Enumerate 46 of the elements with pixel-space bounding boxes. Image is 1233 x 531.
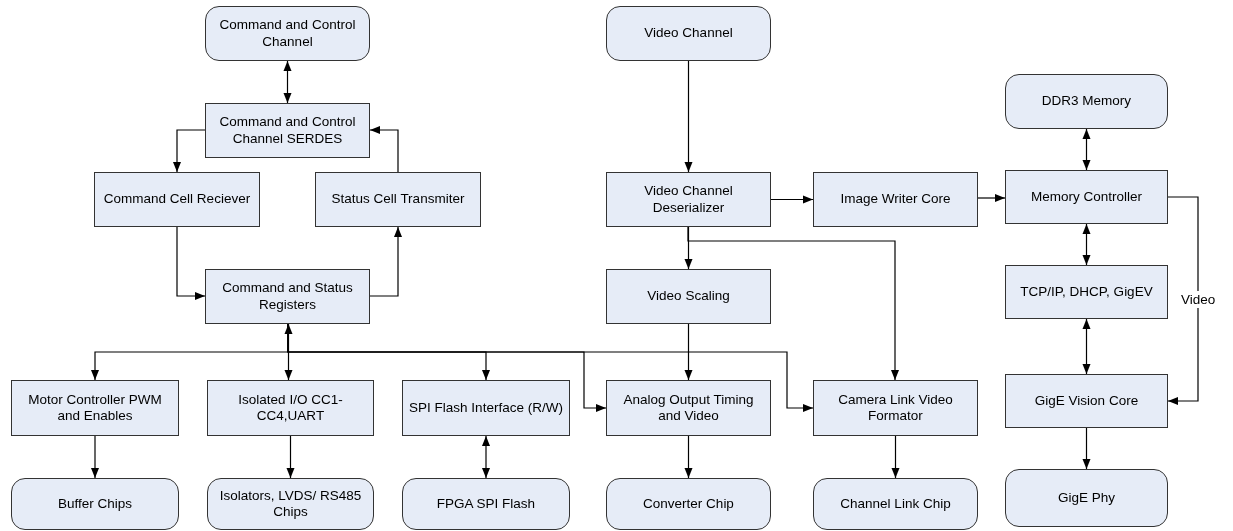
arrow: [369, 126, 399, 173]
process-box: Memory Controller: [1005, 170, 1168, 224]
process-box: Command and Control Channel SERDES: [205, 103, 370, 158]
process-box: Camera Link Video Formator: [813, 380, 978, 436]
arrow: [684, 323, 693, 381]
edge-label: Video: [1179, 290, 1218, 308]
arrow: [91, 435, 99, 479]
arrow: [770, 195, 814, 204]
arrow: [283, 60, 292, 104]
arrow: [1082, 427, 1091, 470]
arrow: [1082, 223, 1091, 266]
rounded-box: Converter Chip: [606, 478, 771, 530]
process-box: Motor Controller PWM and Enables: [11, 380, 179, 436]
arrow: [687, 226, 899, 381]
arrow: [977, 194, 1006, 202]
arrow: [173, 129, 206, 173]
rounded-box: Channel Link Chip: [813, 478, 978, 530]
process-box: Video Scaling: [606, 269, 771, 324]
arrow: [1082, 318, 1091, 375]
arrow: [287, 323, 814, 412]
process-box: Analog Output Timing and Video: [606, 380, 771, 436]
process-box: Status Cell Transmiter: [315, 172, 481, 227]
rounded-box: Video Channel: [606, 6, 771, 61]
rounded-box: Buffer Chips: [11, 478, 179, 530]
arrow: [684, 435, 693, 479]
arrow: [176, 226, 206, 300]
process-box: Command Cell Reciever: [94, 172, 260, 227]
process-box: Image Writer Core: [813, 172, 978, 227]
rounded-box: DDR3 Memory: [1005, 74, 1168, 129]
rounded-box: Isolators, LVDS/ RS485 Chips: [207, 478, 374, 530]
process-box: SPI Flash Interface (R/W): [402, 380, 570, 436]
rounded-box: GigE Phy: [1005, 469, 1168, 527]
rounded-box: Command and Control Channel: [205, 6, 370, 61]
process-box: Command and Status Registers: [205, 269, 370, 324]
arrow: [482, 435, 490, 479]
arrow: [369, 226, 402, 297]
arrow: [1167, 196, 1199, 405]
process-box: GigE Vision Core: [1005, 374, 1168, 428]
process-box: Isolated I/O CC1-CC4,UART: [207, 380, 374, 436]
process-box: Video Channel Deserializer: [606, 172, 771, 227]
arrow: [286, 435, 295, 479]
process-box: TCP/IP, DHCP, GigEV: [1005, 265, 1168, 319]
arrow: [891, 435, 900, 479]
arrow: [1082, 128, 1091, 171]
rounded-box: FPGA SPI Flash: [402, 478, 570, 530]
arrow: [684, 60, 693, 173]
